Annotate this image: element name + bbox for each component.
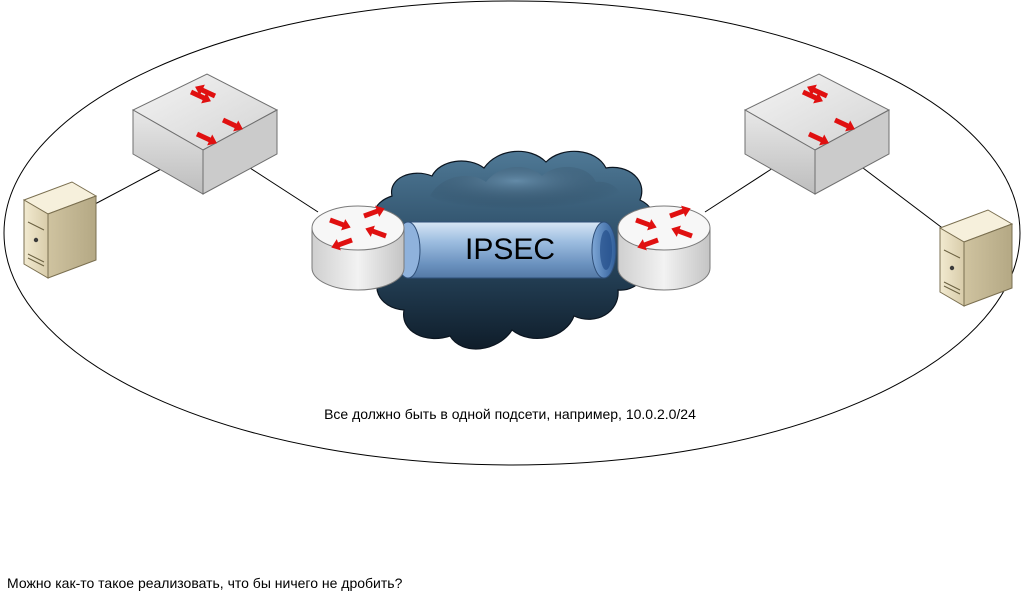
tunnel-label: IPSEC	[465, 233, 555, 266]
left-router	[311, 202, 405, 291]
left-switch	[131, 73, 279, 195]
connection-lines	[94, 167, 946, 231]
subnet-boundary	[3, 0, 1021, 466]
server-icon	[938, 209, 1014, 307]
right-switch	[743, 73, 891, 195]
router-icon	[617, 202, 711, 291]
right-server	[938, 209, 1014, 307]
subnet-note: Все должно быть в одной подсети, наприме…	[324, 406, 696, 422]
server-icon	[22, 181, 98, 279]
router-icon	[311, 202, 405, 291]
question-text: Можно как-то такое реализовать, что бы н…	[7, 575, 403, 591]
right-router	[617, 202, 711, 291]
tunnel-pipe-icon: IPSEC	[395, 221, 617, 279]
left-server	[22, 181, 98, 279]
switch-icon	[743, 73, 891, 195]
switch-icon	[131, 73, 279, 195]
